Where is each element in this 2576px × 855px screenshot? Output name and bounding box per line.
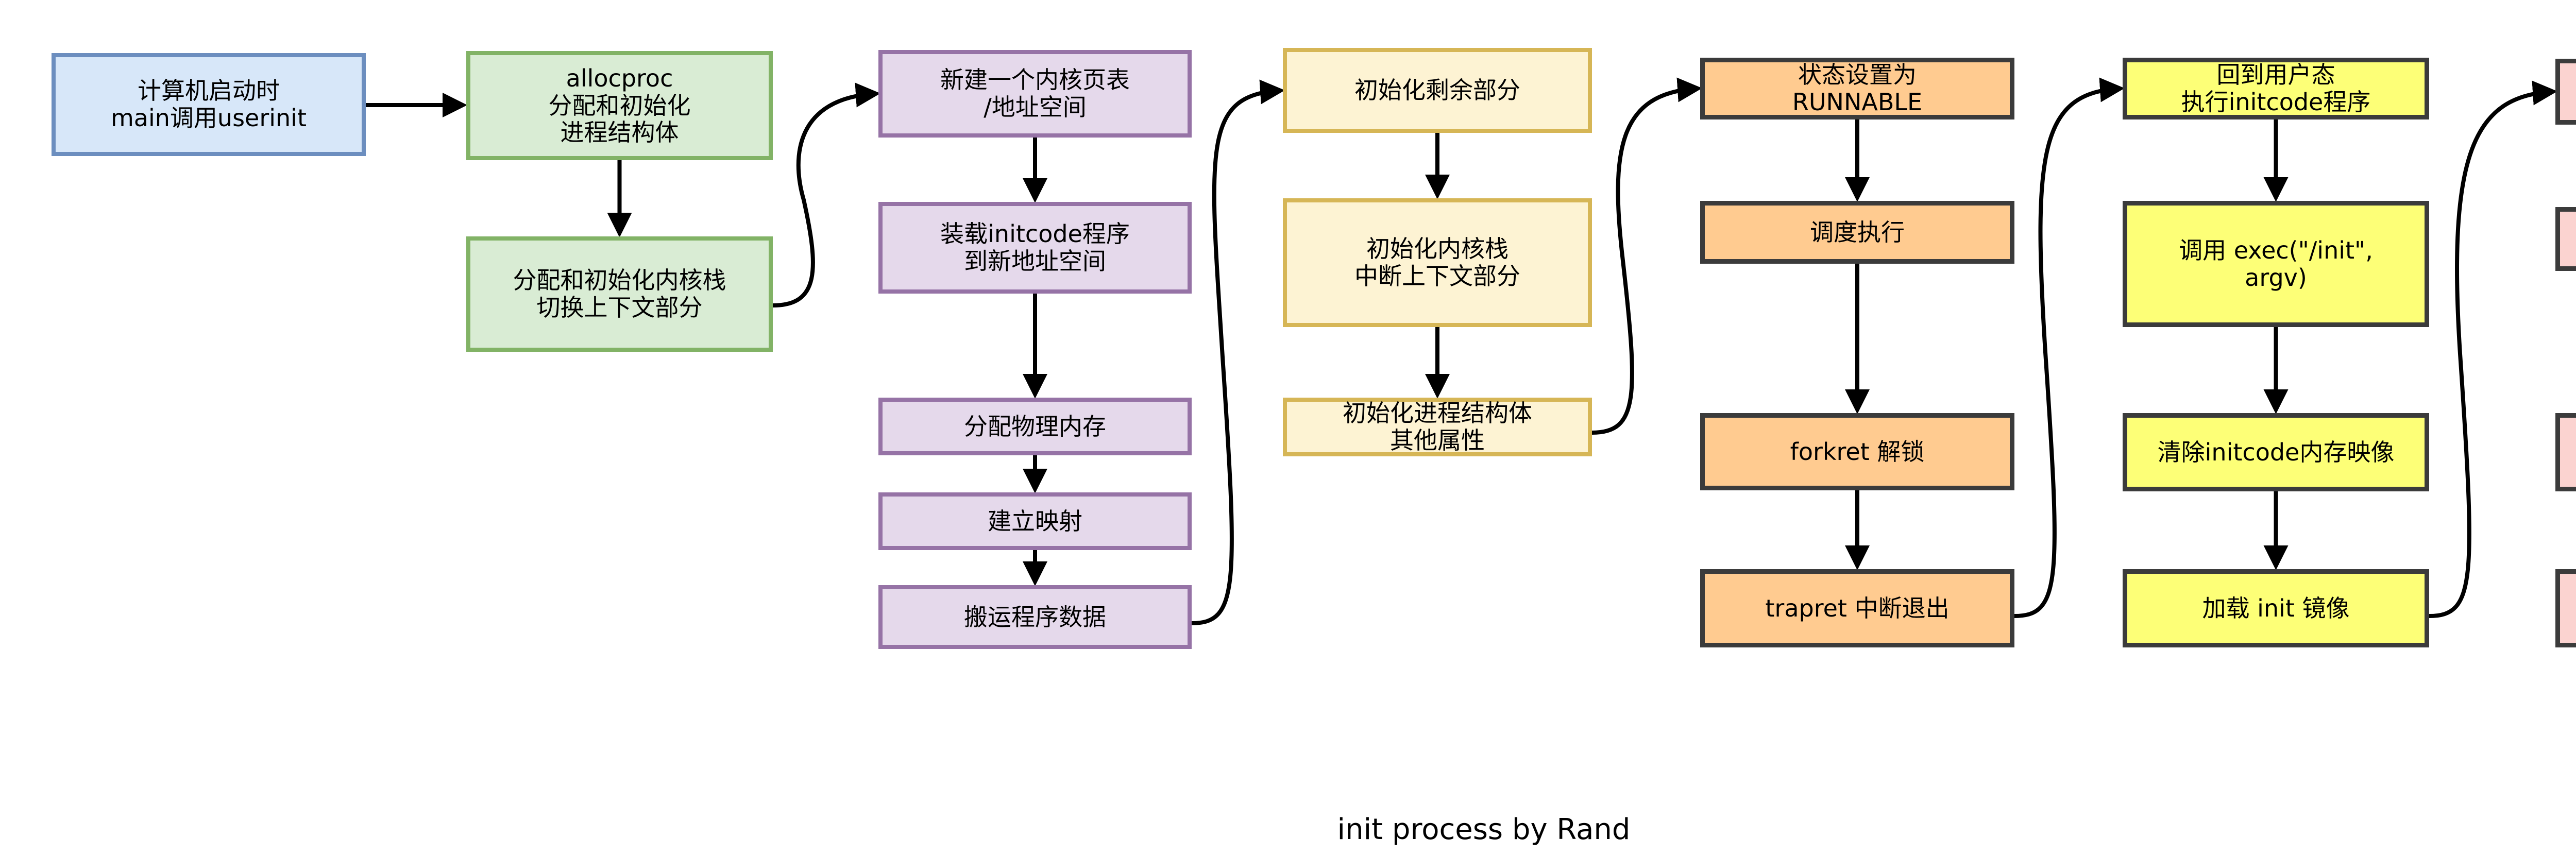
flow-node-clearinitcode: 清除initcode内存映像 [2123, 413, 2429, 491]
arrow-trapret-to-usermode [2014, 77, 2125, 618]
flow-node-loadimage: 加载 init 镜像 [2123, 569, 2429, 647]
arrow-movedata-to-initrest [1191, 79, 1285, 625]
flow-node-otherattrs: 初始化进程结构体 其他属性 [1283, 398, 1592, 456]
flow-node-physmem: 分配物理内存 [878, 398, 1192, 455]
flow-node-oncpu: 被调度上 CPU 执行init [2555, 59, 2576, 125]
flow-node-pagetable: 新建一个内核页表 /地址空间 [878, 50, 1192, 138]
flow-node-execinit: 调用 exec("/init", argv) [2123, 201, 2429, 327]
flow-node-usermode: 回到用户态 执行initcode程序 [2123, 58, 2429, 119]
flow-node-mapping: 建立映射 [878, 492, 1192, 550]
flow-node-forkret: forkret 解锁 [1700, 413, 2014, 490]
arrow-otherattrs-to-runnable [1591, 77, 1702, 435]
flow-node-console: 打开控制台 [2555, 207, 2576, 271]
flow-node-loadinitcode: 装载initcode程序 到新地址空间 [878, 202, 1192, 294]
arrow-loadimage-to-oncpu [2429, 80, 2557, 618]
flow-node-trapret: trapret 中断退出 [1700, 569, 2014, 647]
flow-node-boot: 计算机启动时 main调用userinit [52, 53, 366, 156]
flow-node-allocproc: allocproc 分配和初始化 进程结构体 [466, 51, 773, 160]
flow-node-sleepwait: init 休眠等待 子进程退出 [2555, 569, 2576, 647]
flow-node-movedata: 搬运程序数据 [878, 585, 1192, 649]
flow-node-forkshell: fork 出一个 shell [2555, 413, 2576, 491]
diagram-caption: init process by Rand [1337, 813, 1631, 846]
flow-node-initrest: 初始化剩余部分 [1283, 48, 1592, 133]
flow-node-schedule: 调度执行 [1700, 201, 2014, 264]
flow-node-runnable: 状态设置为 RUNNABLE [1700, 58, 2014, 119]
flow-node-kstack: 分配和初始化内核栈 切换上下文部分 [466, 236, 773, 352]
arrow-kstack-to-pagetable [772, 82, 880, 307]
flow-node-intstack: 初始化内核栈 中断上下文部分 [1283, 198, 1592, 327]
